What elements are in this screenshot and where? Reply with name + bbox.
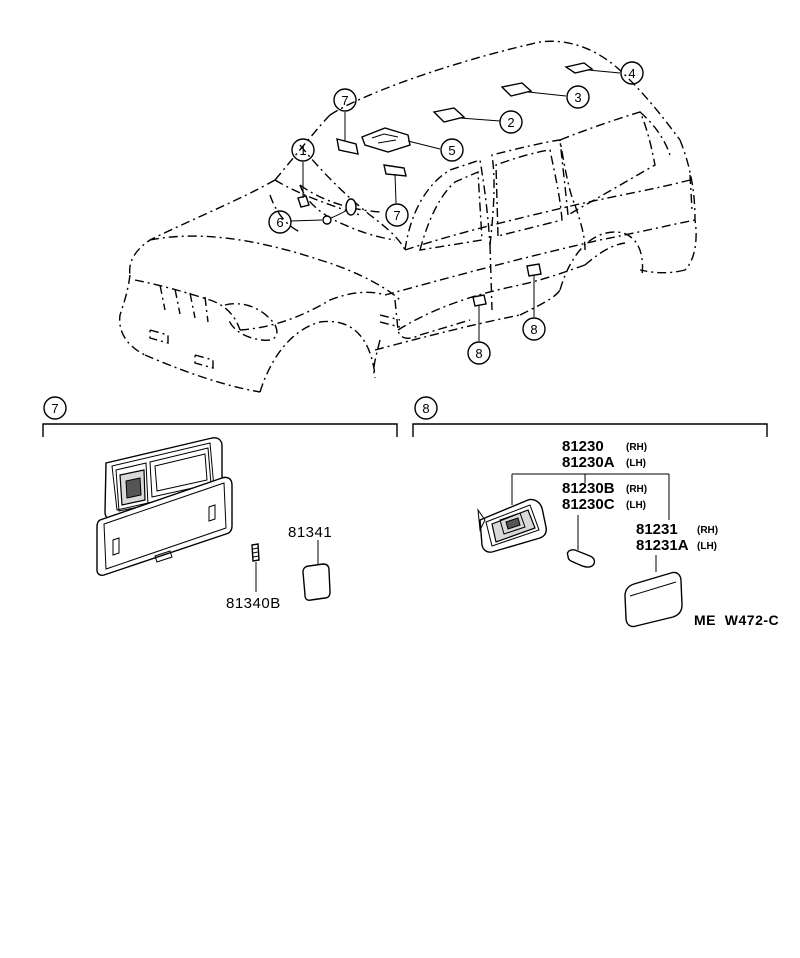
- part-side-81231a: (LH): [697, 541, 717, 552]
- lamp-6: [322, 215, 332, 225]
- roof-lamp-2: [432, 107, 466, 123]
- overhead-console-5: [361, 127, 411, 153]
- callout-3: 3: [566, 85, 590, 109]
- roof-lamp-3: [500, 82, 533, 97]
- vanity-lamp-7-upper: [336, 138, 359, 155]
- part-number-81230: 81230: [562, 438, 604, 455]
- callout-6-label: 6: [276, 215, 283, 230]
- section-8-marker-label: 8: [422, 401, 429, 416]
- callout-4: 4: [620, 61, 644, 85]
- part-number-81231: 81231: [636, 521, 678, 538]
- vehicle-parts: [297, 62, 594, 307]
- callout-2-label: 2: [507, 115, 514, 130]
- callout-5-label: 5: [448, 143, 455, 158]
- section-7-bracket: [42, 423, 398, 437]
- part-side-81230c: (LH): [626, 500, 646, 511]
- section-7-marker: 7: [43, 396, 67, 420]
- section-8: 8 81230 (RH) 81230A (LH) 81230B (RH) 812…: [412, 396, 768, 628]
- section-7: 7 81340B: [42, 396, 398, 612]
- courtesy-lamp-8-rear: [526, 263, 542, 277]
- vanity-lamp-7-lower: [383, 164, 407, 177]
- courtesy-lamp-housing: [477, 498, 547, 553]
- bulb-81230b: [566, 549, 596, 568]
- section-8-marker: 8: [414, 396, 438, 420]
- callout-2: 2: [499, 110, 523, 134]
- courtesy-lamp-8-front: [472, 294, 487, 307]
- callout-4-label: 4: [628, 66, 635, 81]
- lens-81231: [624, 571, 683, 628]
- callout-6: 6: [268, 210, 292, 234]
- callout-7-lower: 7: [385, 203, 409, 227]
- callout-7-upper-label: 7: [341, 93, 348, 108]
- callout-5: 5: [440, 138, 464, 162]
- part-number-81341: 81341: [288, 524, 332, 541]
- section-8-bracket: [412, 423, 768, 437]
- callout-7-upper: 7: [333, 88, 357, 112]
- part-side-81231: (RH): [697, 525, 718, 536]
- callout-7-lower-label: 7: [393, 208, 400, 223]
- part-number-81230c: 81230C: [562, 496, 615, 513]
- part-number-81231a: 81231A: [636, 537, 689, 554]
- callout-8-rear: 8: [522, 317, 546, 341]
- callout-8-front: 8: [467, 341, 491, 365]
- part-side-81230: (RH): [626, 442, 647, 453]
- part-side-81230a: (LH): [626, 458, 646, 469]
- part-number-81340b: 81340B: [226, 595, 281, 612]
- part-side-81230b: (RH): [626, 484, 647, 495]
- callout-1: 1: [291, 138, 315, 162]
- leader-lines: [290, 69, 621, 341]
- callout-3-label: 3: [574, 90, 581, 105]
- part-number-81230b: 81230B: [562, 480, 615, 497]
- callout-8-front-label: 8: [475, 346, 482, 361]
- callout-8-rear-label: 8: [530, 322, 537, 337]
- diagram-code: ME W472-C: [694, 612, 779, 628]
- roof-lamp-4: [564, 62, 594, 74]
- callout-1-label: 1: [299, 143, 306, 158]
- section-7-marker-label: 7: [51, 401, 58, 416]
- bulb-81340b: [251, 543, 260, 592]
- lens-81341: [302, 540, 331, 601]
- vanity-lamp-assembly: [96, 437, 233, 576]
- part-number-81230a: 81230A: [562, 454, 615, 471]
- vehicle-outline: [118, 40, 697, 393]
